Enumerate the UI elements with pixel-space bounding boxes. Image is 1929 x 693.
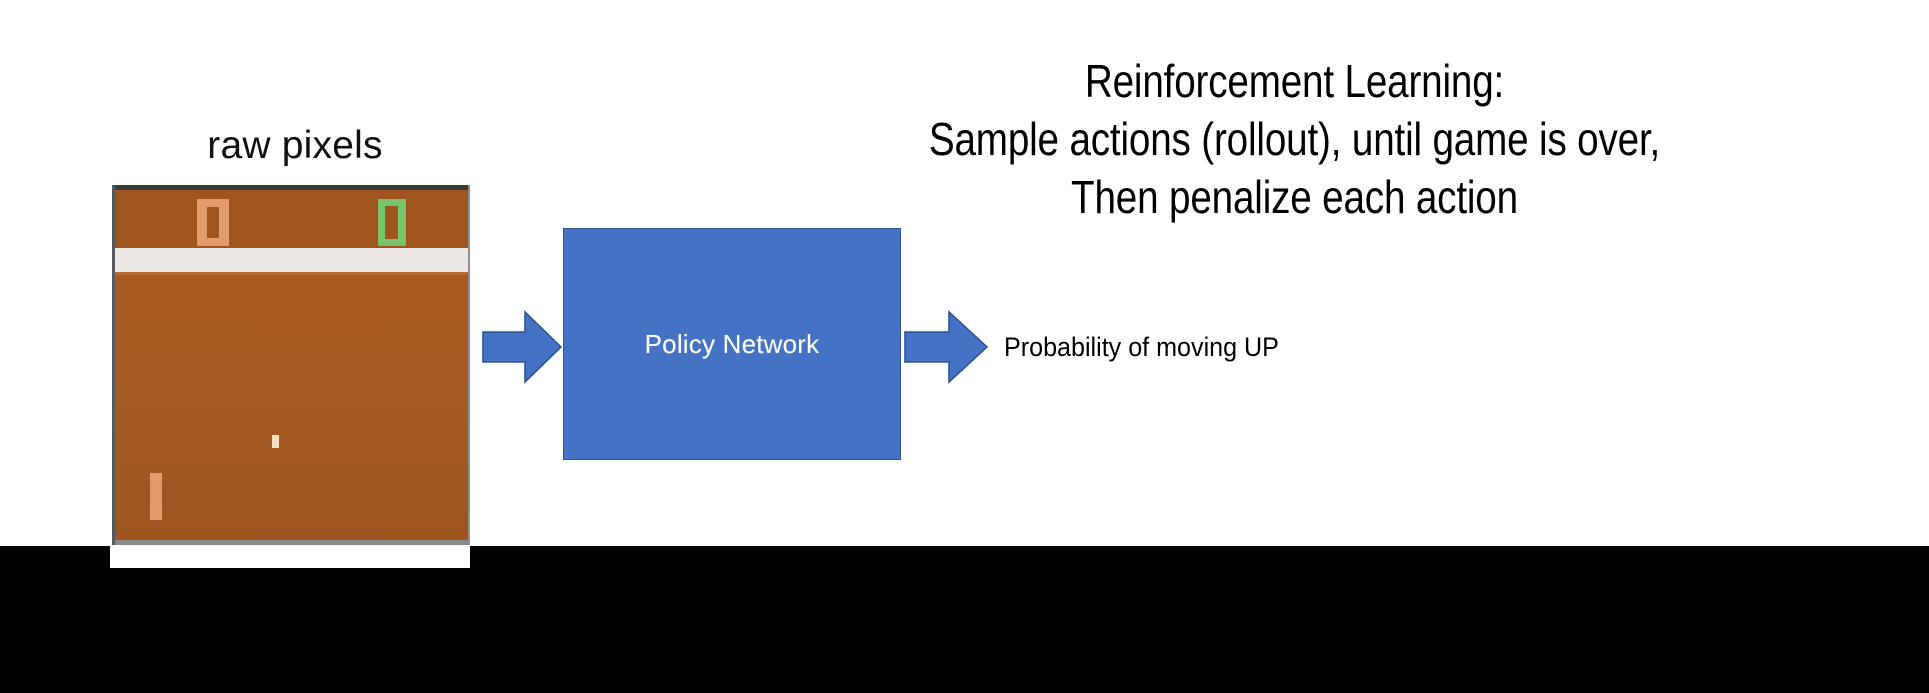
pong-scoreboard xyxy=(115,190,468,246)
pong-playfield xyxy=(115,275,468,545)
raw-pixels-label: raw pixels xyxy=(207,124,383,167)
title-line-3: Then penalize each action xyxy=(1071,171,1518,223)
letterbox-bar-center xyxy=(110,568,470,693)
pong-top-border xyxy=(115,185,468,190)
pong-divider-edge xyxy=(115,272,468,275)
policy-network-label: Policy Network xyxy=(644,328,820,359)
score-digit-left-hole xyxy=(207,207,219,238)
policy-network-box[interactable]: Policy Network xyxy=(563,228,901,460)
title-line-1: Reinforcement Learning: xyxy=(1084,55,1505,107)
output-probability-label: Probability of moving UP xyxy=(1004,332,1279,362)
score-digit-right-hole xyxy=(385,206,398,239)
right-arrow-icon xyxy=(904,310,989,384)
pong-ball xyxy=(272,435,279,448)
title-line-2: Sample actions (rollout), until game is … xyxy=(928,113,1661,165)
pong-game-screenshot xyxy=(112,185,470,545)
letterbox-bar-right xyxy=(470,546,1929,693)
letterbox-bar-left xyxy=(0,546,110,693)
right-arrow-icon xyxy=(482,310,563,384)
pong-paddle-left xyxy=(150,473,162,520)
pong-divider-band xyxy=(115,248,468,272)
page-title: Reinforcement Learning: Sample actions (… xyxy=(762,52,1828,226)
pong-bottom-border xyxy=(115,540,468,545)
